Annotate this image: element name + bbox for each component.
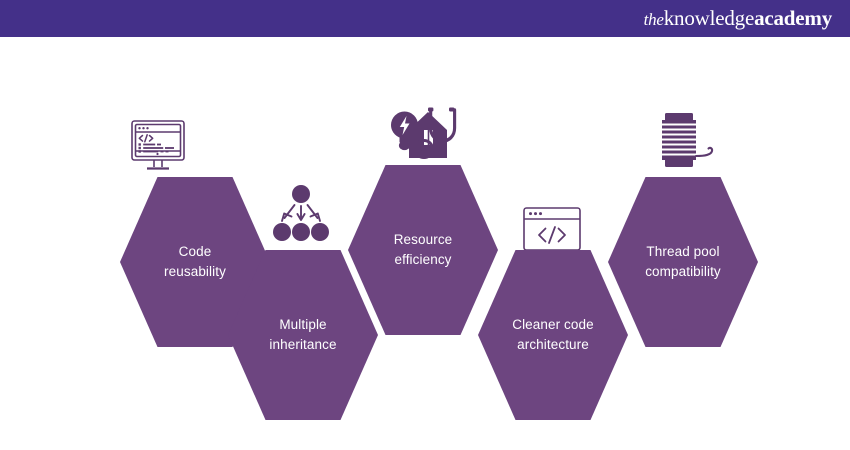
hex-label-4-line2: architecture [517, 337, 589, 352]
hex-label-1-line2: reusability [164, 264, 226, 279]
hex-shape-3: Resource efficiency [348, 165, 498, 335]
monitor-code-icon [123, 117, 193, 177]
header-band: theknowledgeacademy [0, 0, 850, 37]
hex-label-5: Thread pool compatibility [627, 242, 739, 281]
hex-shape-5: Thread pool compatibility [608, 177, 758, 347]
hex-shape-2: Multiple inheritance [228, 250, 378, 420]
hex-label-1: Code reusability [139, 242, 251, 281]
brand-logo: theknowledgeacademy [643, 6, 833, 30]
inheritance-hierarchy-icon [266, 183, 336, 243]
hex-label-3-line2: efficiency [394, 252, 452, 267]
brand-logo-the: the [643, 10, 664, 29]
brand-logo-knowledge: knowledge [663, 6, 755, 30]
hex-label-2-line2: inheritance [269, 337, 337, 352]
hex-label-4-line1: Cleaner code [512, 317, 594, 333]
hex-label-1-line1: Code [178, 244, 212, 260]
hex-shape-4: Cleaner code architecture [478, 250, 628, 420]
hexagon-infographic: Code reusability [0, 37, 850, 450]
hex-label-2-line1: Multiple [279, 317, 327, 333]
energy-efficiency-house-icon [386, 105, 457, 165]
hex-label-2: Multiple inheritance [247, 315, 359, 354]
hex-label-5-line2: compatibility [645, 264, 721, 279]
thread-spool-icon [650, 110, 720, 170]
brand-logo-academy: academy [754, 6, 832, 30]
hex-label-5-line1: Thread pool [646, 244, 720, 260]
hex-label-4: Cleaner code architecture [497, 315, 609, 354]
hex-label-3: Resource efficiency [367, 230, 479, 269]
hex-label-3-line1: Resource [393, 232, 453, 248]
